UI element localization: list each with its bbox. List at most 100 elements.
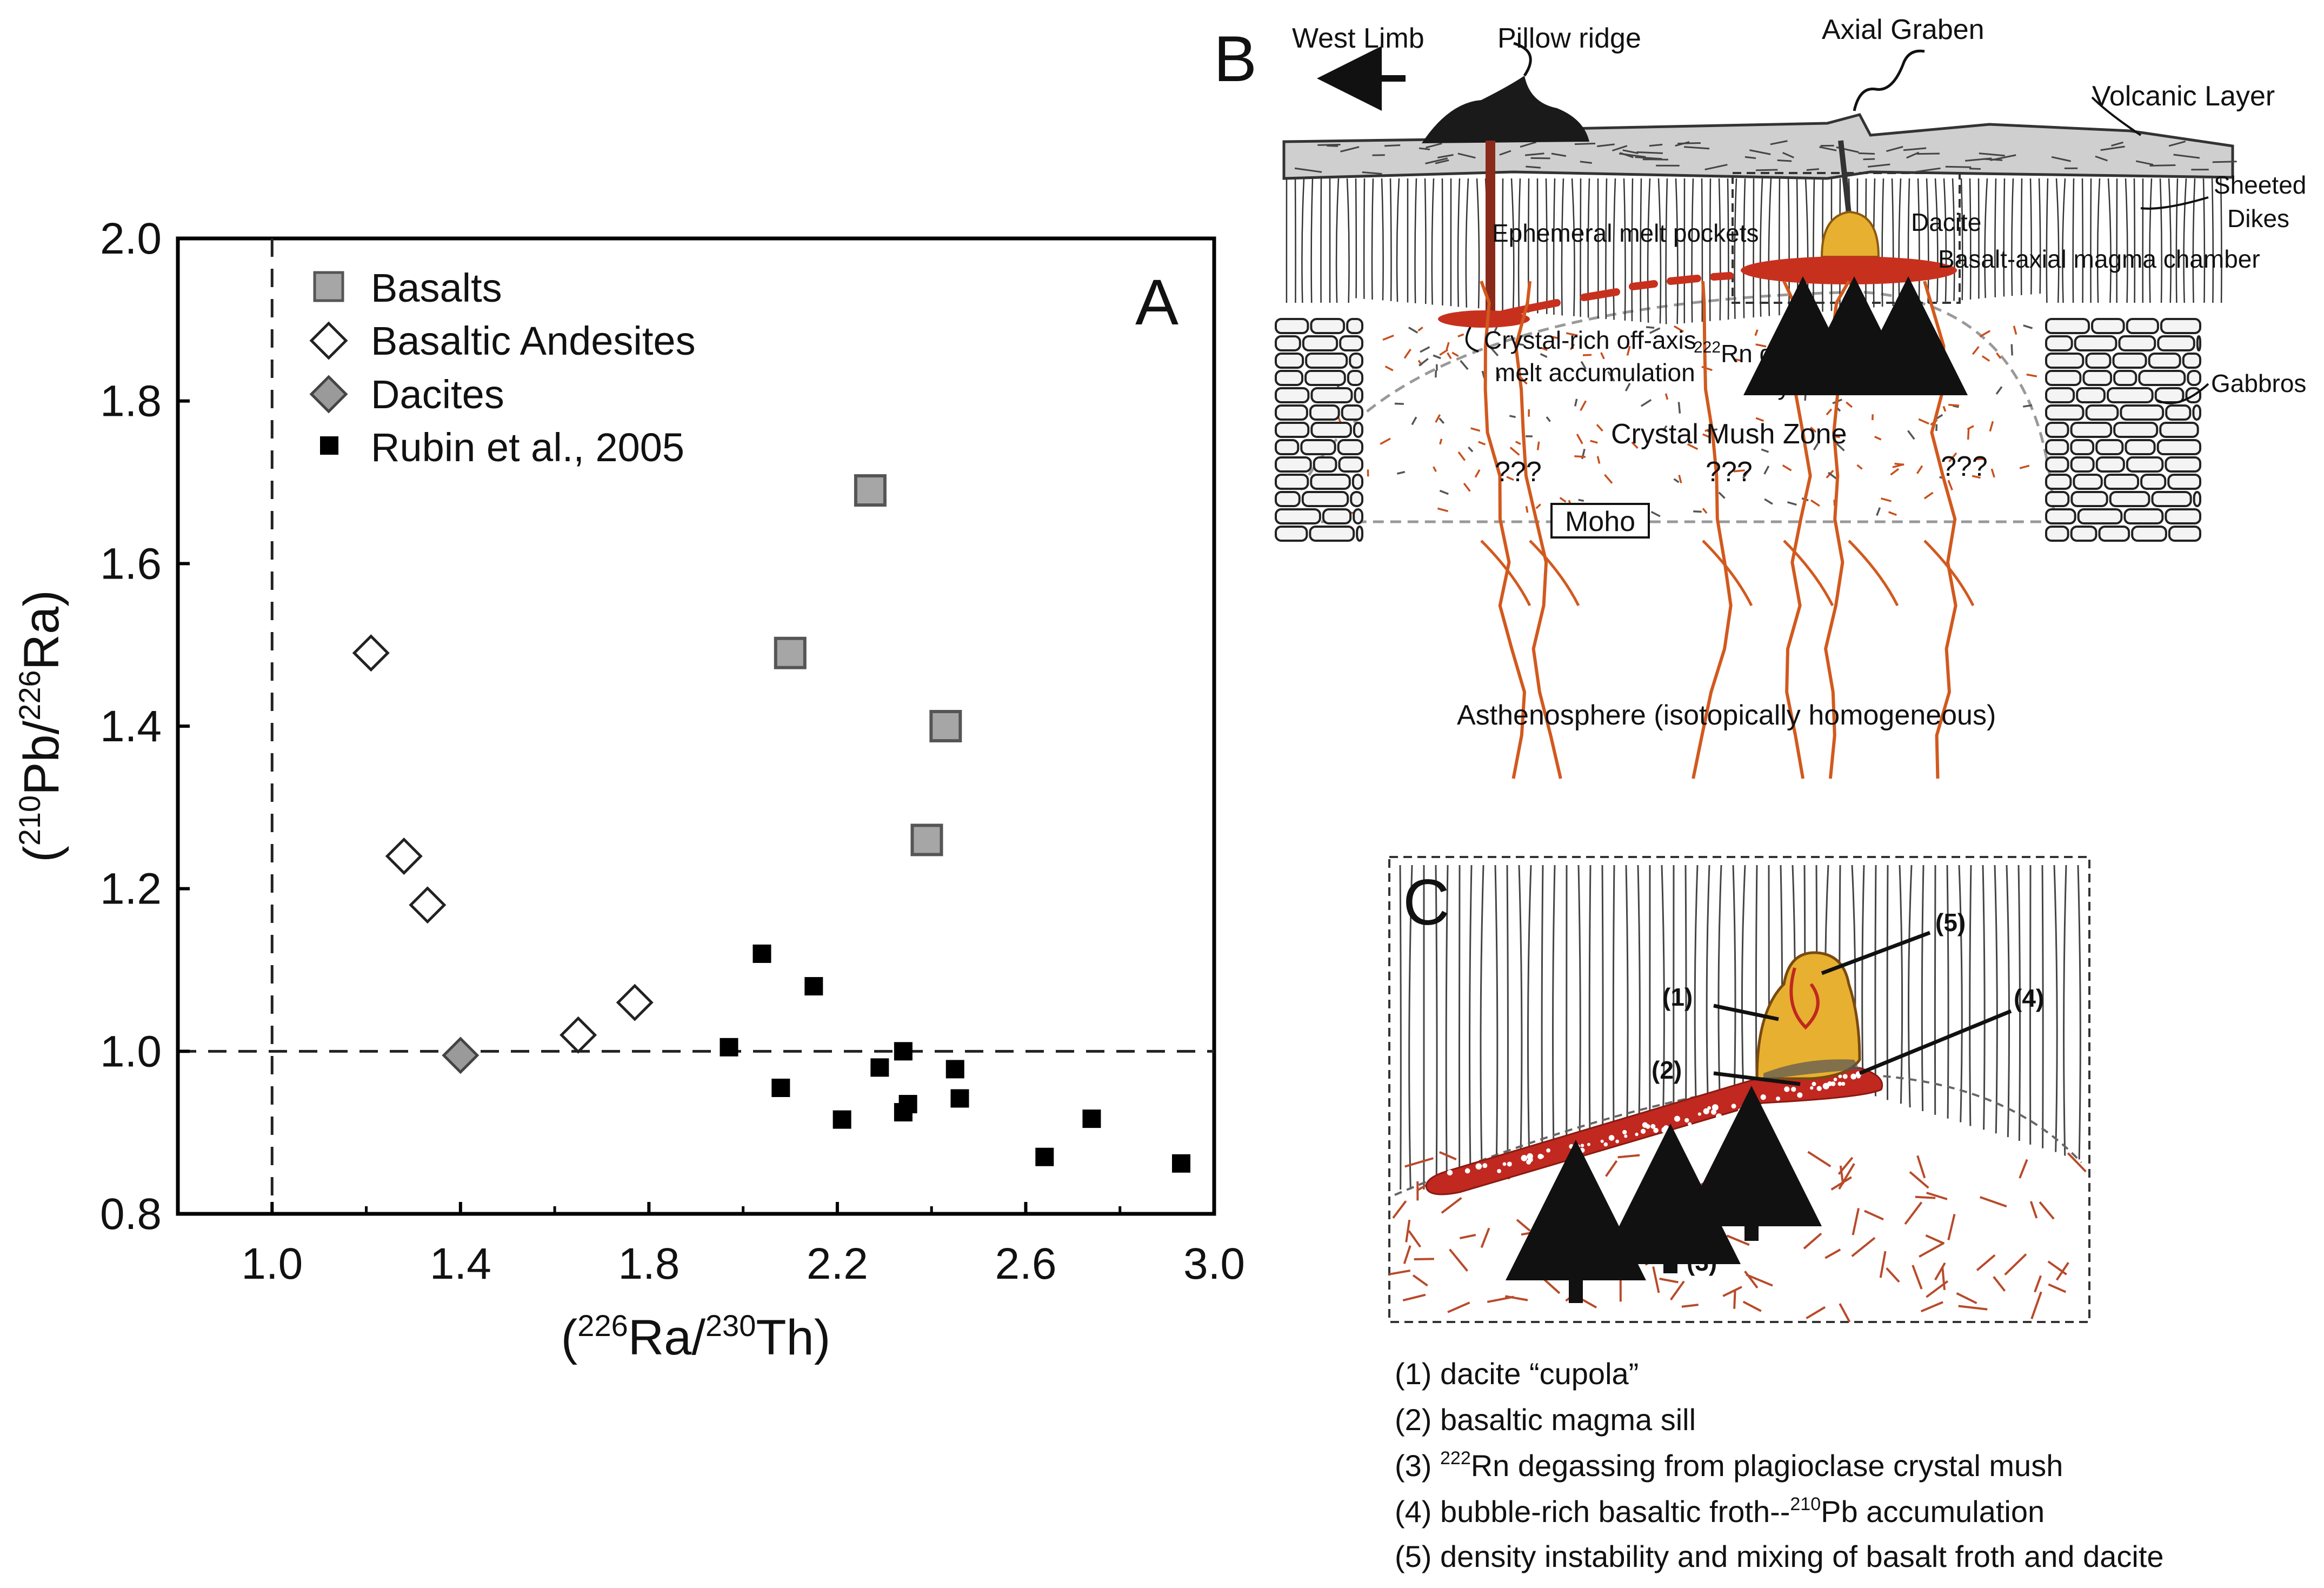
panel-c-bubble: [1674, 1115, 1681, 1122]
gabbro-block: [2070, 526, 2097, 542]
gabbro-block: [1322, 508, 1352, 524]
dike-line: [2159, 178, 2162, 303]
point-rubin-et-al-2005: [771, 1078, 790, 1097]
dike-line: [1517, 178, 1521, 312]
dike-line: [1623, 178, 1626, 321]
mush-crystal: [1447, 352, 1452, 360]
mush-crystal: [1874, 436, 1882, 441]
panel-c-bubble: [1447, 1170, 1453, 1176]
mush-crystal: [1419, 357, 1429, 367]
legend-label-basaltic-andesites: Basaltic Andesites: [371, 318, 696, 363]
panel-c-dike-line: [1706, 865, 1710, 1108]
panel-c-num-5: (5): [1935, 908, 1966, 936]
gabbro-block: [2085, 353, 2112, 369]
mush-crystal: [1403, 348, 1411, 359]
panel-c-bubble: [1791, 1086, 1796, 1092]
magma-chamber-label: Basalt-axial magma chamber: [1938, 245, 2260, 273]
panel-c-crystal: [1919, 1242, 1944, 1258]
panel-c-num-4: (4): [2014, 984, 2044, 1012]
panel-c-dike-line: [1982, 865, 1986, 1130]
mush-crystal: [1888, 511, 1897, 516]
panel-c-dike-line: [1625, 865, 1629, 1134]
volcanic-crack: [2051, 156, 2071, 162]
mush-crystal: [1525, 506, 1529, 513]
gabbro-block: [2085, 404, 2119, 421]
panel-c-bubble: [1760, 1094, 1766, 1100]
mush-crystal: [1433, 354, 1441, 360]
gabbro-block: [2151, 491, 2192, 507]
panel-a-label: A: [1135, 266, 1178, 338]
mush-crystal: [1546, 416, 1551, 422]
gabbro-block: [2138, 370, 2186, 386]
mush-crystal: [1384, 366, 1394, 371]
mush-crystal: [1662, 425, 1668, 431]
panel-c-dike-line: [2063, 865, 2067, 1156]
y-tick-label: 1.6: [100, 539, 162, 588]
mush-crystal: [1876, 507, 1881, 516]
panel-c-crystal: [2004, 1253, 2027, 1276]
point-basalts: [910, 823, 943, 856]
mush-crystal: [1580, 361, 1587, 370]
x-tick-label: 1.0: [241, 1239, 303, 1288]
panel-c-bubble: [1576, 1144, 1581, 1149]
y-tick-label: 1.0: [100, 1027, 162, 1076]
mush-crystal: [1474, 469, 1481, 478]
gabbro-block: [1351, 474, 1363, 490]
dike-line: [1510, 178, 1515, 311]
volcanic-crack: [1526, 165, 1541, 169]
panel-c-dike-line: [2041, 865, 2044, 1148]
panel-c-bubble: [1645, 1124, 1650, 1129]
gabbro-block: [1275, 335, 1301, 351]
dike-line: [2168, 178, 2172, 303]
gabbro-block: [2168, 526, 2202, 542]
panel-c-crystal: [2047, 1260, 2067, 1275]
mush-crystal: [1894, 462, 1905, 466]
mush-crystal: [1693, 510, 1702, 513]
mush-crystal: [1907, 430, 1915, 440]
volcanic-crack: [1551, 152, 1567, 157]
mush-crystal: [1576, 434, 1583, 444]
melt-vein-branch: [1923, 540, 1975, 607]
panel-c-dike-line: [1494, 865, 1499, 1175]
dike-line: [1934, 178, 1939, 303]
dike-line: [1553, 178, 1556, 315]
mush-crystal: [1763, 466, 1770, 475]
gabbro-block: [1275, 318, 1309, 334]
volcanic-crack: [1524, 152, 1544, 156]
gabbro-block: [2103, 474, 2140, 490]
panel-c-bubble: [1810, 1086, 1814, 1090]
axial-graben-leader: [1853, 49, 1925, 111]
volcanic-crack: [1867, 163, 1890, 168]
panel-c-crystal: [2034, 1275, 2042, 1293]
gabbro-block: [2070, 439, 2095, 455]
panel-c-crystal: [1746, 1273, 1773, 1287]
dike-line: [2090, 178, 2092, 303]
panel-c-dike-line: [2006, 865, 2010, 1138]
panel-c-crystal: [2029, 1201, 2038, 1219]
gabbro-block: [1354, 387, 1363, 403]
mush-crystal: [1787, 501, 1797, 506]
panel-c-crystal: [1670, 1280, 1685, 1301]
panel-c-crystal: [1742, 1300, 1762, 1312]
offaxis-label-1: Crystal-rich off-axis: [1484, 326, 1696, 354]
dike-line: [1580, 178, 1582, 317]
dike-line: [2062, 178, 2066, 303]
mush-crystal: [1650, 510, 1661, 517]
mush-crystal: [1942, 406, 1947, 412]
panel-c-crystal: [1926, 1192, 1948, 1200]
legend-marker-rubin: [320, 436, 338, 455]
mush-crystal: [1596, 456, 1601, 464]
panel-c-crystal: [2030, 1291, 2042, 1319]
dike-line: [2081, 178, 2084, 303]
volcanic-crack: [1580, 161, 1592, 164]
gabbro-blocks-left: [1275, 318, 1364, 542]
panel-c-bubble: [1580, 1144, 1584, 1147]
panel-c-bubble: [1797, 1092, 1803, 1098]
dike-line: [1898, 178, 1902, 305]
panel-c-crystal: [1886, 1267, 1900, 1283]
mush-crystal: [1569, 343, 1575, 350]
panel-c-crystal: [1824, 1248, 1841, 1259]
mush-crystal: [1607, 371, 1615, 382]
sheeted-dikes-label-1: Sheeted: [2214, 171, 2306, 199]
